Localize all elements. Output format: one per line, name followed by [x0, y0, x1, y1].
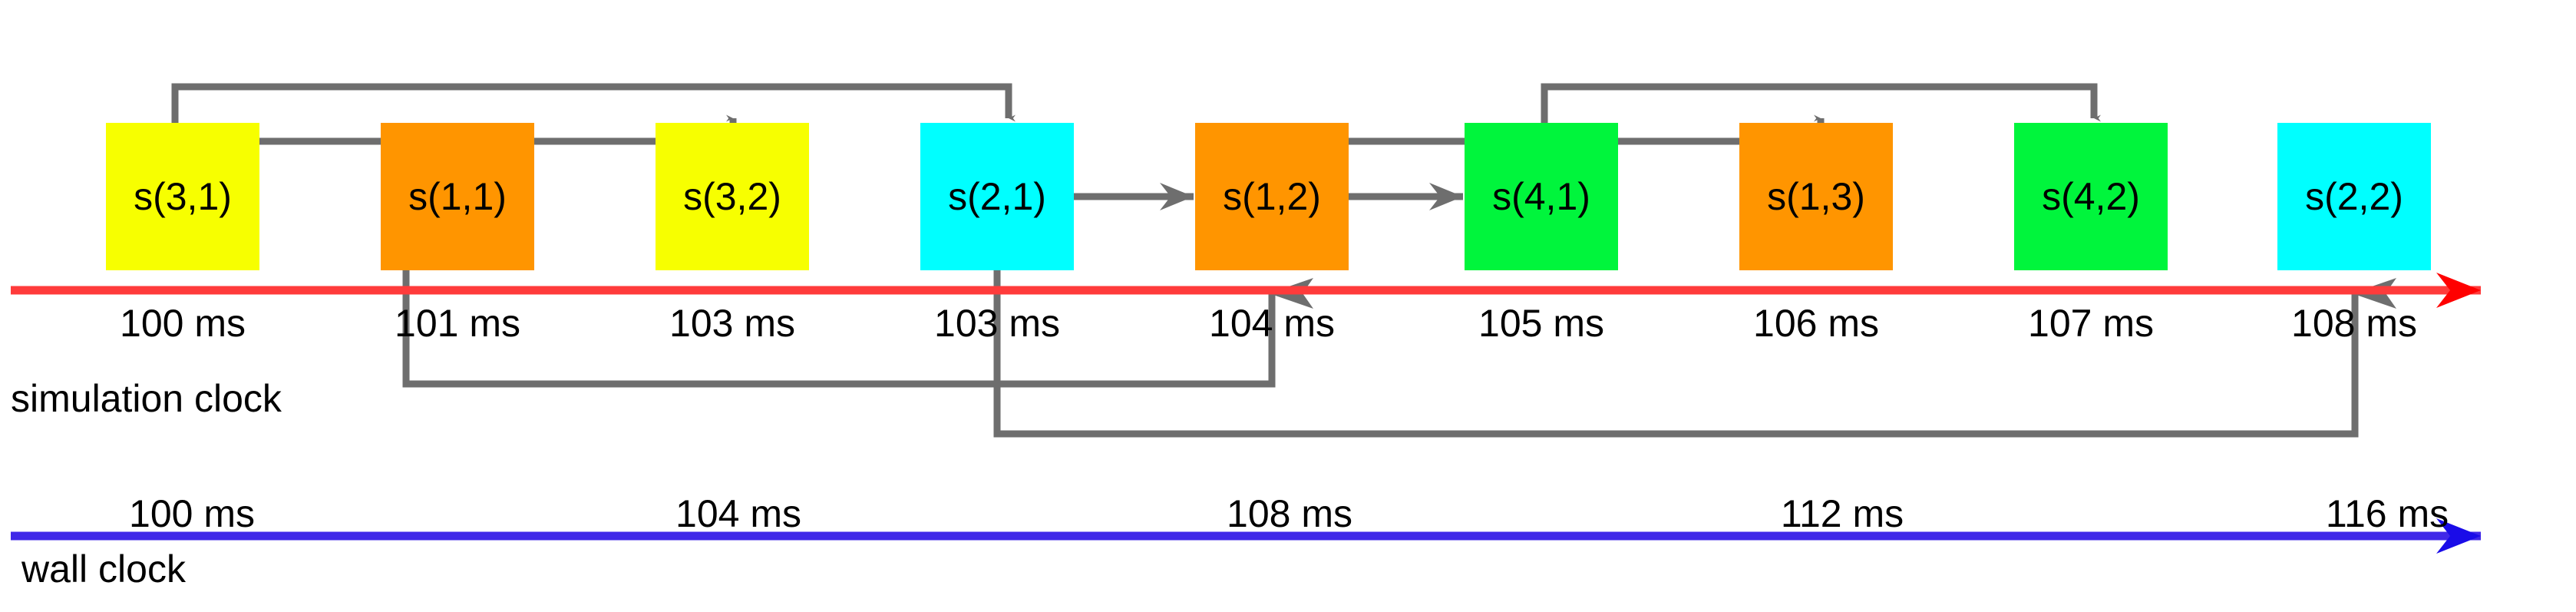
event-box-label: s(2,1) [948, 175, 1046, 218]
connector-group-below [402, 270, 2396, 438]
tick-label: 103 ms [669, 302, 795, 345]
connector-s41-to-s42 [1541, 83, 2101, 123]
tick-label: 100 ms [129, 492, 255, 535]
event-box-s13[interactable]: s(1,3) [1739, 123, 1893, 270]
tick-label: 107 ms [2028, 302, 2154, 345]
event-box-s21[interactable]: s(2,1) [920, 123, 1074, 270]
event-box-s42[interactable]: s(4,2) [2014, 123, 2168, 270]
event-box-s31[interactable]: s(3,1) [106, 123, 259, 270]
event-box-label: s(3,2) [683, 175, 781, 218]
tick-label: 103 ms [934, 302, 1060, 345]
tick-label: 108 ms [1227, 492, 1352, 535]
tick-label: 108 ms [2291, 302, 2417, 345]
tick-label: 100 ms [120, 302, 246, 345]
simulation-clock-caption: simulation clock [11, 377, 282, 420]
event-box-s32[interactable]: s(3,2) [656, 123, 809, 270]
event-box-label: s(2,2) [2305, 175, 2403, 218]
event-box-label: s(1,2) [1223, 175, 1321, 218]
connector-s21-to-s22 [993, 270, 2396, 438]
event-box-label: s(3,1) [134, 175, 232, 218]
tick-label: 104 ms [1209, 302, 1335, 345]
event-box-s22[interactable]: s(2,2) [2277, 123, 2431, 270]
event-box-label: s(1,3) [1767, 175, 1865, 218]
tick-label: 101 ms [395, 302, 520, 345]
connector-s11-to-s12 [402, 270, 1313, 388]
tick-label: 112 ms [1780, 492, 1904, 535]
event-box-label: s(1,1) [408, 175, 507, 218]
event-box-label: s(4,1) [1492, 175, 1590, 218]
event-box-label: s(4,2) [2042, 175, 2140, 218]
tick-label: 106 ms [1753, 302, 1879, 345]
tick-label: 105 ms [1478, 302, 1604, 345]
event-box-s11[interactable]: s(1,1) [381, 123, 534, 270]
event-box-s12[interactable]: s(1,2) [1195, 123, 1349, 270]
wall-clock-caption: wall clock [21, 547, 186, 590]
connector-s31-to-s21 [171, 83, 1016, 123]
tick-label: 116 ms [2325, 492, 2449, 535]
tick-label: 104 ms [675, 492, 801, 535]
event-box-s41[interactable]: s(4,1) [1465, 123, 1618, 270]
